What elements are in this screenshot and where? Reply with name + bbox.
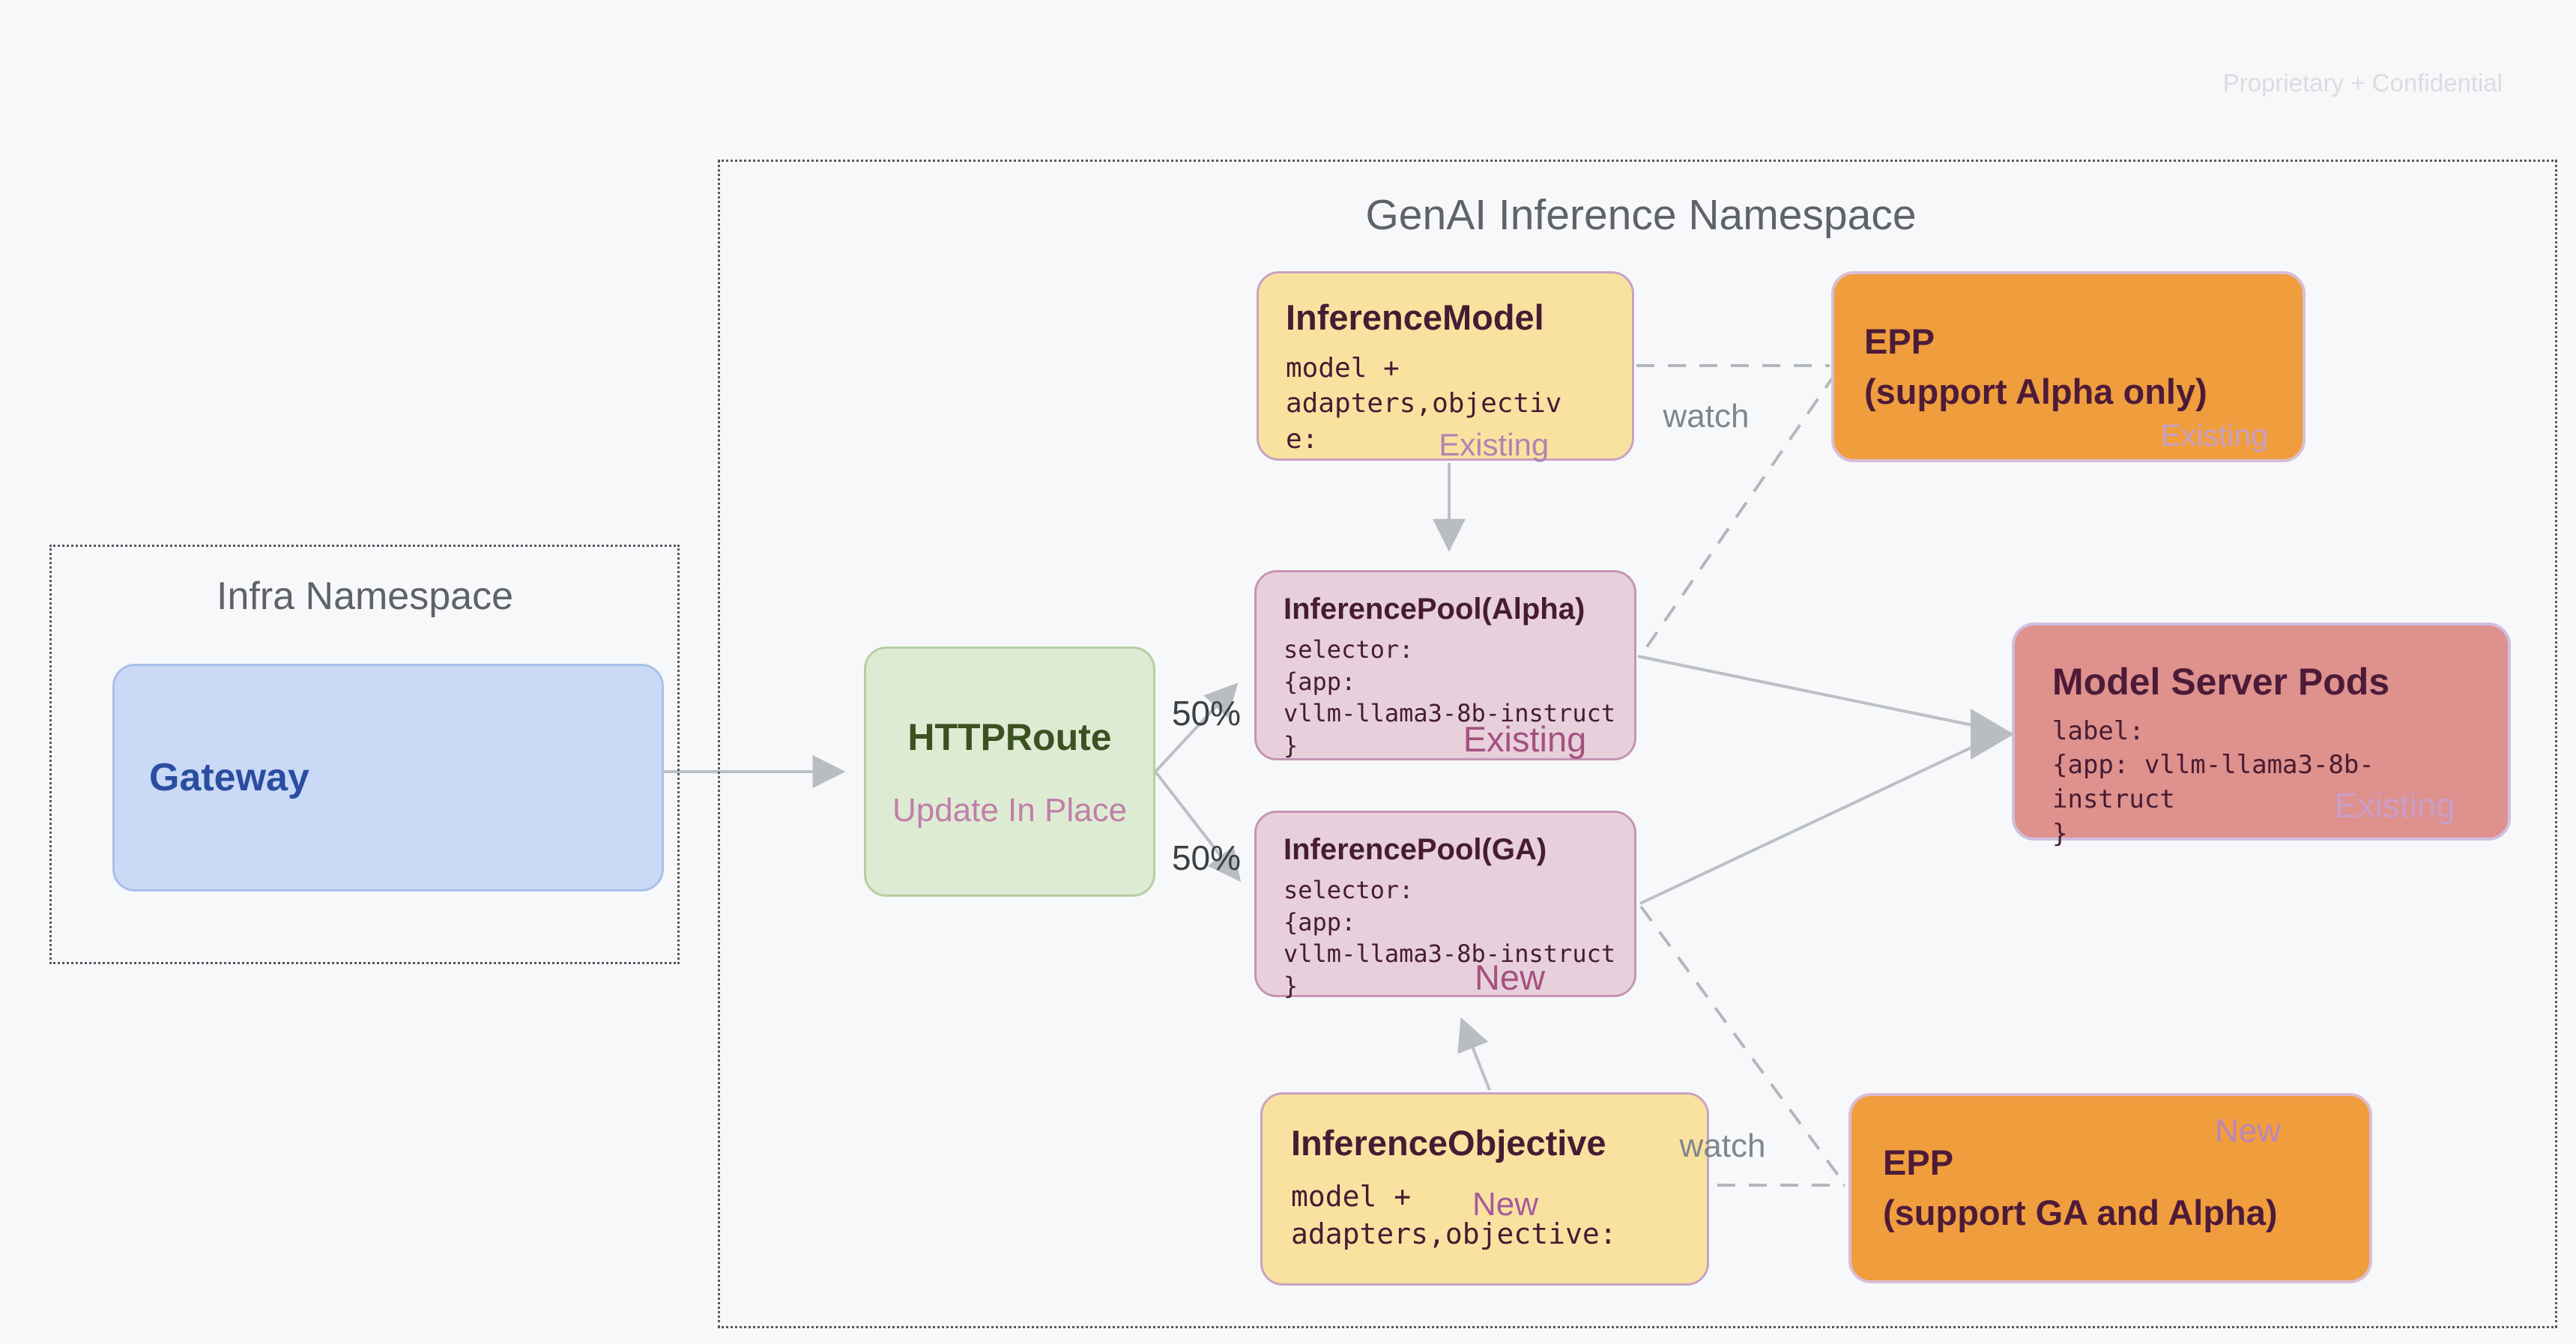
inference-pool-ga-title: InferencePool(GA)	[1284, 833, 1547, 866]
epp-ga-status-tag: New	[2214, 1113, 2281, 1149]
gateway-title: Gateway	[149, 755, 309, 799]
inference-pool-ga-node[interactable]: InferencePool(GA) selector: {app: vllm-l…	[1254, 811, 1636, 1000]
epp-alpha-node[interactable]: EPP (support Alpha only) Existing	[1831, 271, 2306, 462]
inference-pool-alpha-status-tag: Existing	[1463, 719, 1587, 759]
genai-namespace-box	[718, 160, 2557, 1328]
model-server-pods-node[interactable]: Model Server Pods label: {app: vllm-llam…	[2012, 623, 2511, 849]
inference-pool-alpha-node[interactable]: InferencePool(Alpha) selector: {app: vll…	[1254, 570, 1636, 760]
inference-objective-node[interactable]: InferenceObjective model + adapters,obje…	[1260, 1092, 1709, 1286]
inference-pool-alpha-title: InferencePool(Alpha)	[1284, 593, 1585, 626]
epp-ga-title: EPP (support GA and Alpha)	[1883, 1142, 2278, 1232]
inference-objective-body: model + adapters,objective:	[1291, 1179, 1617, 1250]
inference-pool-ga-status-tag: New	[1474, 957, 1546, 997]
model-server-pods-status-tag: Existing	[2334, 786, 2455, 825]
inference-objective-title: InferenceObjective	[1291, 1123, 1606, 1163]
model-server-pods-body: label: {app: vllm-llama3-8b-instruct }	[2052, 715, 2374, 850]
genai-namespace-title: GenAI Inference Namespace	[1365, 191, 1917, 239]
inference-model-status-tag: Existing	[1439, 427, 1549, 462]
epp-alpha-title: EPP (support Alpha only)	[1864, 321, 2207, 411]
inference-objective-status-tag: New	[1472, 1186, 1539, 1223]
httproute-subtitle: Update In Place	[892, 792, 1128, 829]
watch-label-top: watch	[1663, 398, 1750, 435]
model-server-pods-title: Model Server Pods	[2052, 661, 2390, 703]
inference-model-body: model + adapters,objectiv e:	[1286, 352, 1562, 455]
watch-label-bottom: watch	[1679, 1127, 1766, 1164]
infra-namespace-box	[49, 545, 680, 964]
inference-pool-ga-body: selector: {app: vllm-llama3-8b-instruct …	[1284, 876, 1616, 1000]
watermark: Proprietary + Confidential	[2222, 69, 2503, 97]
epp-alpha-status-tag: Existing	[2160, 418, 2268, 452]
inference-model-title: InferenceModel	[1286, 297, 1544, 337]
inference-model-node[interactable]: InferenceModel model + adapters,objectiv…	[1257, 271, 1634, 462]
infra-namespace-title: Infra Namespace	[217, 575, 513, 618]
traffic-split-label-top: 50%	[1171, 694, 1242, 733]
httproute-title: HTTPRoute	[907, 715, 1112, 758]
httproute-node[interactable]: HTTPRoute Update In Place	[864, 647, 1155, 897]
traffic-split-label-bottom: 50%	[1171, 838, 1242, 877]
epp-ga-node[interactable]: EPP (support GA and Alpha) New	[1848, 1093, 2372, 1283]
gateway-node[interactable]: Gateway	[112, 664, 664, 892]
inference-pool-alpha-body: selector: {app: vllm-llama3-8b-instruct …	[1284, 635, 1616, 760]
